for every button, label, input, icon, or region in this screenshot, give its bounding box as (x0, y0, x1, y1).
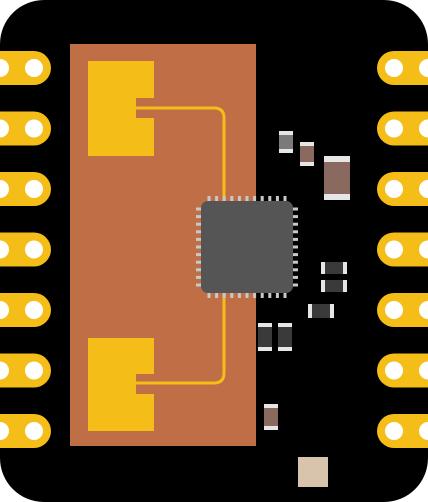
pad-right-2 (377, 111, 428, 146)
chip-pin (196, 283, 202, 287)
chip-pin (292, 207, 298, 211)
chip-pin (237, 292, 241, 298)
chip-pin (292, 283, 298, 287)
chip-pin (237, 196, 241, 202)
smd-component-4 (321, 280, 347, 292)
pad-left-7 (0, 414, 51, 448)
chip-pin (292, 253, 298, 257)
chip-pin (196, 237, 202, 241)
chip-pin (292, 245, 298, 249)
chip-pin (292, 222, 298, 226)
smd-component-8 (264, 404, 278, 430)
chip-pin (292, 215, 298, 219)
chip-pin (245, 196, 249, 202)
chip-pins (196, 196, 298, 298)
chip-pin (222, 292, 226, 298)
smd-resistor-2 (300, 142, 314, 166)
smd-capacitor-large (324, 156, 350, 200)
chip-pin (268, 292, 272, 298)
patch-antenna-bottom (88, 338, 154, 431)
chip-pin (292, 268, 298, 272)
chip-pin (207, 196, 211, 202)
chip-pin (196, 268, 202, 272)
chip-pin (253, 196, 257, 202)
chip-pin (292, 260, 298, 264)
chip-pin (196, 230, 202, 234)
pad-right-5 (377, 293, 428, 327)
pad-left-2 (0, 111, 51, 146)
tan-component (298, 457, 328, 487)
chip-pin (292, 230, 298, 234)
chip-pin (260, 196, 264, 202)
chip-pin (196, 253, 202, 257)
chip-pin (230, 292, 234, 298)
feed-line-top (136, 106, 226, 228)
chip-pin (283, 196, 287, 202)
chip-pin (196, 222, 202, 226)
chip-pin (283, 292, 287, 298)
chip-pin (253, 292, 257, 298)
smd-component-5 (308, 304, 334, 318)
pad-right-7 (377, 414, 428, 448)
chip-pin (292, 237, 298, 241)
chip-pin (292, 275, 298, 279)
chip-pin (196, 245, 202, 249)
chip-pin (207, 292, 211, 298)
pad-left-4 (0, 232, 51, 267)
pad-left-5 (0, 293, 51, 327)
chip-pin (215, 292, 219, 298)
pad-right-6 (377, 353, 428, 388)
smd-component-7 (278, 323, 292, 351)
feed-line-bottom (136, 258, 226, 385)
chip-pin (196, 207, 202, 211)
right-pads (377, 51, 428, 448)
pad-right-3 (377, 172, 428, 206)
smd-component-6 (258, 323, 272, 351)
pad-right-1 (377, 51, 428, 85)
pad-left-6 (0, 353, 51, 388)
pad-right-4 (377, 232, 428, 267)
chip-pin (245, 292, 249, 298)
pad-left-1 (0, 51, 51, 85)
patch-antenna-top (88, 61, 154, 156)
chip-pin (275, 196, 279, 202)
chip-pin (222, 196, 226, 202)
radar-chip (201, 201, 293, 293)
smd-component-3 (321, 262, 347, 274)
smd-resistor-1 (279, 131, 293, 153)
chip-pin (196, 215, 202, 219)
chip-pin (260, 292, 264, 298)
chip-pin (215, 196, 219, 202)
chip-pin (268, 196, 272, 202)
chip-pin (230, 196, 234, 202)
left-pads (0, 51, 51, 448)
chip-pin (275, 292, 279, 298)
pad-left-3 (0, 172, 51, 206)
chip-pin (196, 275, 202, 279)
chip-pin (196, 260, 202, 264)
